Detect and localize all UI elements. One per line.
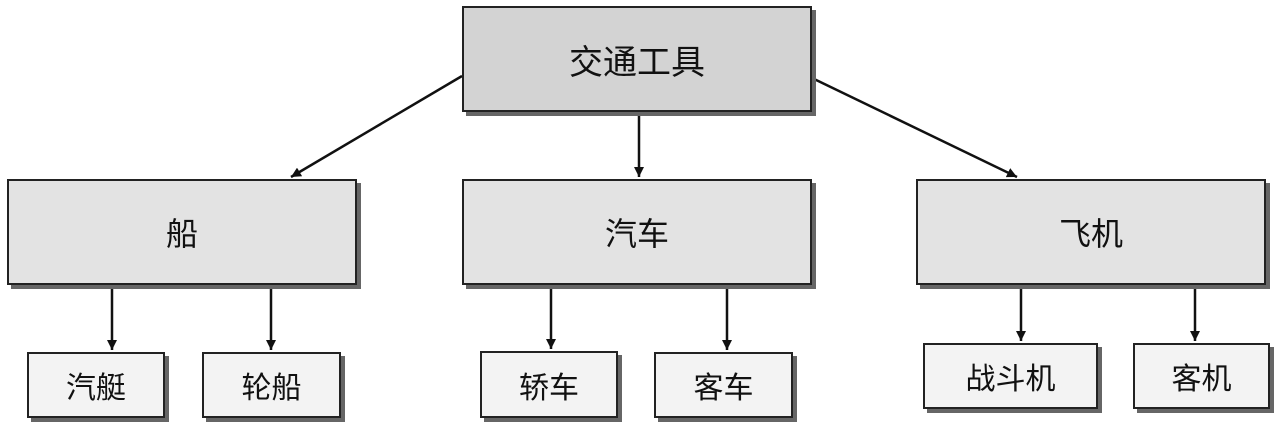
node-leaf-steamship-label: 轮船 <box>241 371 302 406</box>
node-category-plane: 飞机 <box>916 179 1266 285</box>
node-category-ship-label: 船 <box>165 215 198 253</box>
node-leaf-sedan-label: 轿车 <box>519 370 579 406</box>
node-category-car-label: 汽车 <box>604 215 669 253</box>
edge-root-ship <box>290 74 463 179</box>
node-leaf-bus-label: 客车 <box>693 371 754 406</box>
node-leaf-bus: 客车 <box>654 352 793 418</box>
node-root-label: 交通工具 <box>569 42 705 83</box>
node-category-plane-label: 飞机 <box>1058 215 1123 253</box>
node-leaf-motorboat: 汽艇 <box>27 352 165 418</box>
edge-root-plane <box>811 76 1018 179</box>
node-leaf-steamship: 轮船 <box>202 352 341 418</box>
node-leaf-motorboat-label: 汽艇 <box>66 371 126 406</box>
node-leaf-fighter: 战斗机 <box>923 343 1098 409</box>
node-leaf-fighter-label: 战斗机 <box>965 362 1056 397</box>
node-leaf-airliner-label: 客机 <box>1171 362 1232 397</box>
node-category-car: 汽车 <box>462 179 812 285</box>
node-category-ship: 船 <box>7 179 357 285</box>
node-leaf-sedan: 轿车 <box>480 351 618 418</box>
node-root: 交通工具 <box>462 6 812 112</box>
node-leaf-airliner: 客机 <box>1133 343 1270 409</box>
